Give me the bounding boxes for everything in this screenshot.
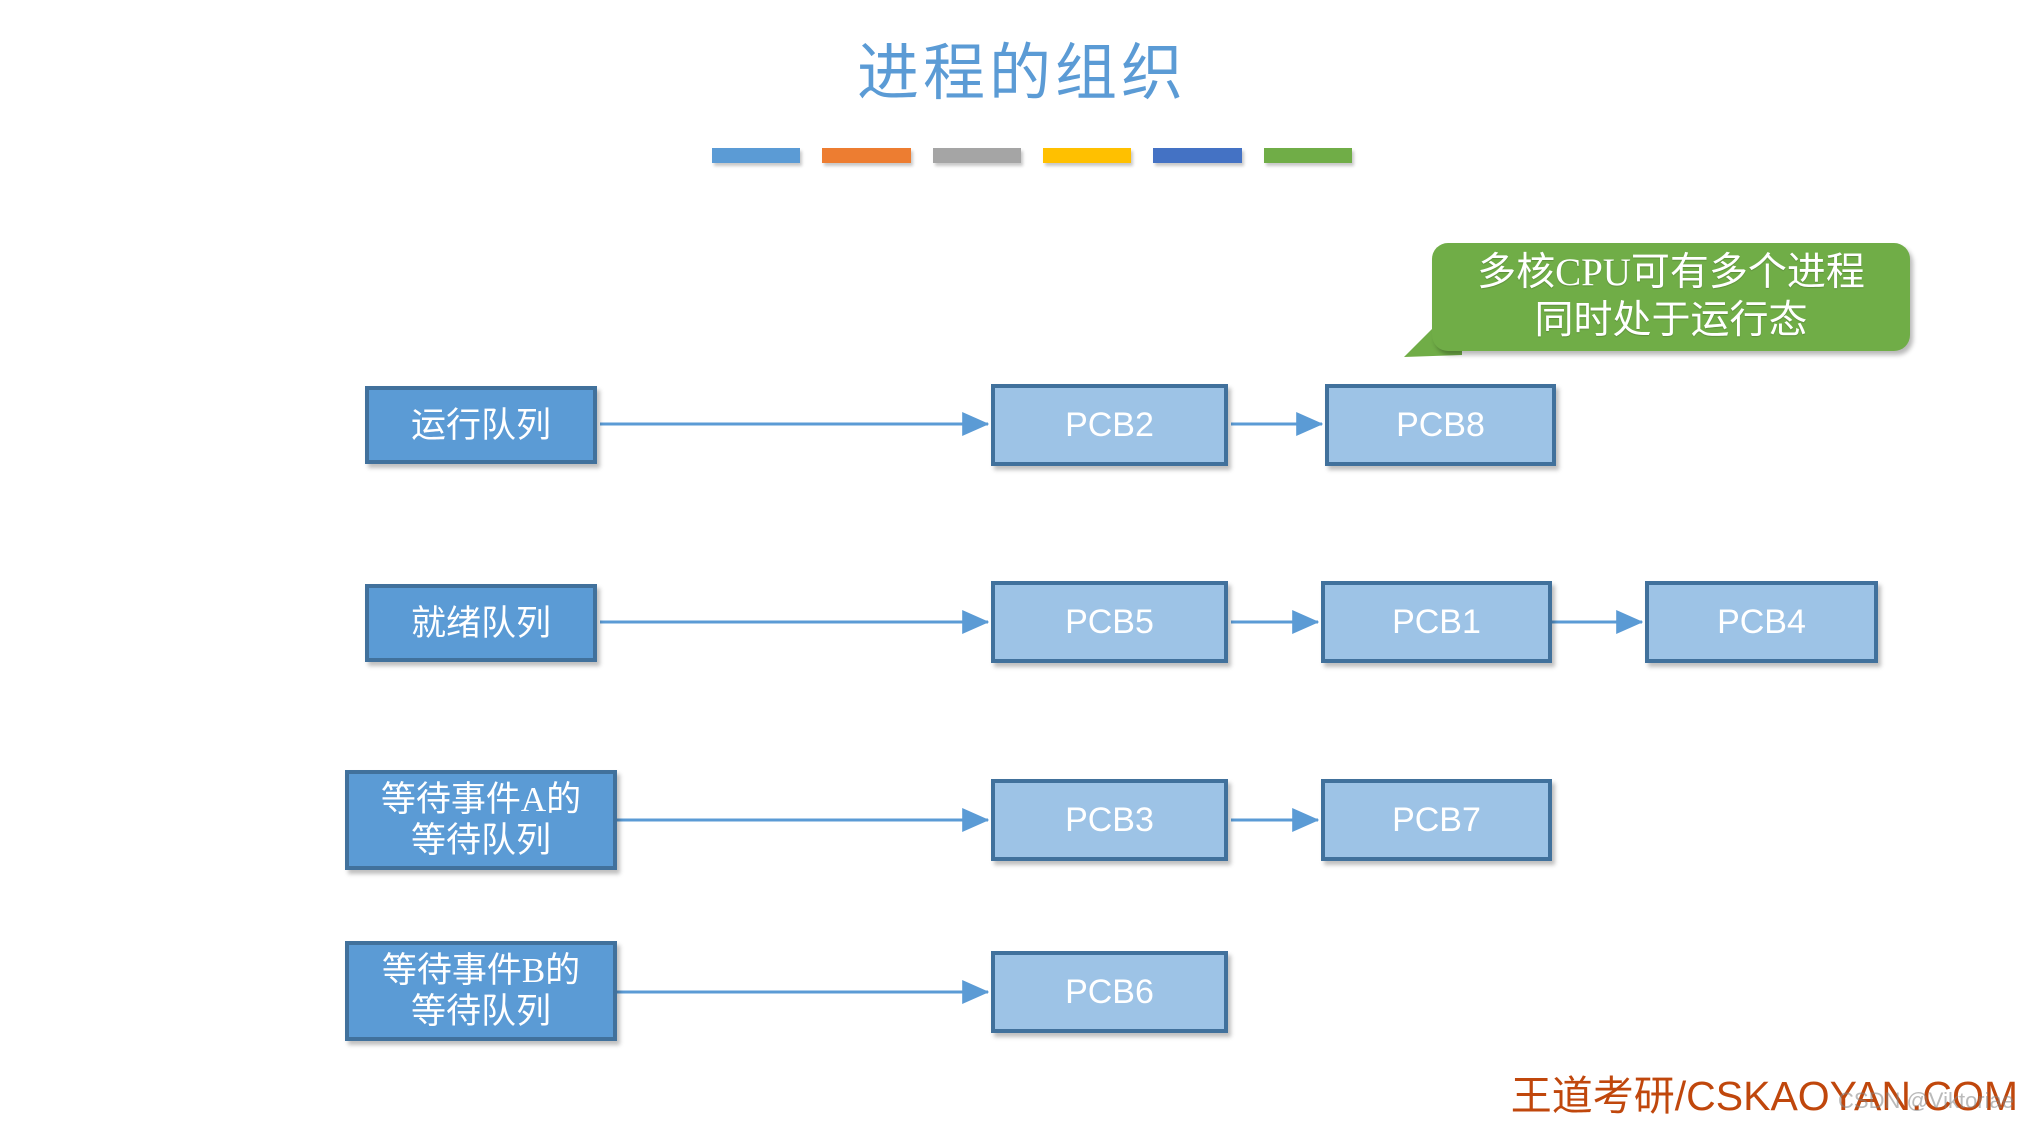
callout-bubble: 多核CPU可有多个进程 同时处于运行态 xyxy=(1432,243,1910,351)
node-pcb3[interactable]: PCB3 xyxy=(991,779,1228,861)
node-pcb2[interactable]: PCB2 xyxy=(991,384,1228,466)
node-label: PCB8 xyxy=(1396,406,1485,444)
node-label: PCB3 xyxy=(1065,801,1154,839)
node-label: PCB4 xyxy=(1717,603,1806,641)
node-pcb5[interactable]: PCB5 xyxy=(991,581,1228,663)
node-label: 等待事件B的 等待队列 xyxy=(381,951,581,1031)
node-wait-queue-b[interactable]: 等待事件B的 等待队列 xyxy=(345,941,617,1041)
callout-text: 多核CPU可有多个进程 同时处于运行态 xyxy=(1477,251,1865,342)
brand-watermark: 王道考研/CSKAOYAN.COM xyxy=(1510,1073,2018,1119)
node-label: 就绪队列 xyxy=(410,603,551,643)
page-title: 进程的组织 xyxy=(856,40,1187,108)
node-pcb6[interactable]: PCB6 xyxy=(991,951,1228,1033)
node-label: PCB7 xyxy=(1392,801,1481,839)
accent-bar-orange-icon xyxy=(822,148,911,163)
node-label: PCB5 xyxy=(1065,603,1154,641)
node-pcb1[interactable]: PCB1 xyxy=(1321,581,1552,663)
accent-bar-yellow-icon xyxy=(1042,148,1132,163)
accent-bar-green-icon xyxy=(1263,148,1352,163)
node-label: PCB2 xyxy=(1065,406,1154,444)
node-label: PCB6 xyxy=(1065,973,1154,1011)
accent-bar-blue-light-icon xyxy=(712,148,801,163)
node-label: 运行队列 xyxy=(410,405,551,445)
node-running-queue[interactable]: 运行队列 xyxy=(365,386,597,464)
accent-bar-group xyxy=(712,148,1352,166)
node-label: PCB1 xyxy=(1392,603,1481,641)
node-pcb4[interactable]: PCB4 xyxy=(1645,581,1878,663)
csdn-watermark: CSDN @Viktoriae xyxy=(1838,1088,2014,1113)
node-pcb8[interactable]: PCB8 xyxy=(1325,384,1556,466)
node-pcb7[interactable]: PCB7 xyxy=(1321,779,1552,861)
accent-bar-blue-dark-icon xyxy=(1153,148,1242,163)
node-ready-queue[interactable]: 就绪队列 xyxy=(365,584,597,662)
accent-bar-gray-icon xyxy=(932,148,1021,163)
node-label: 等待事件A的 等待队列 xyxy=(380,780,582,860)
node-wait-queue-a[interactable]: 等待事件A的 等待队列 xyxy=(345,770,617,870)
